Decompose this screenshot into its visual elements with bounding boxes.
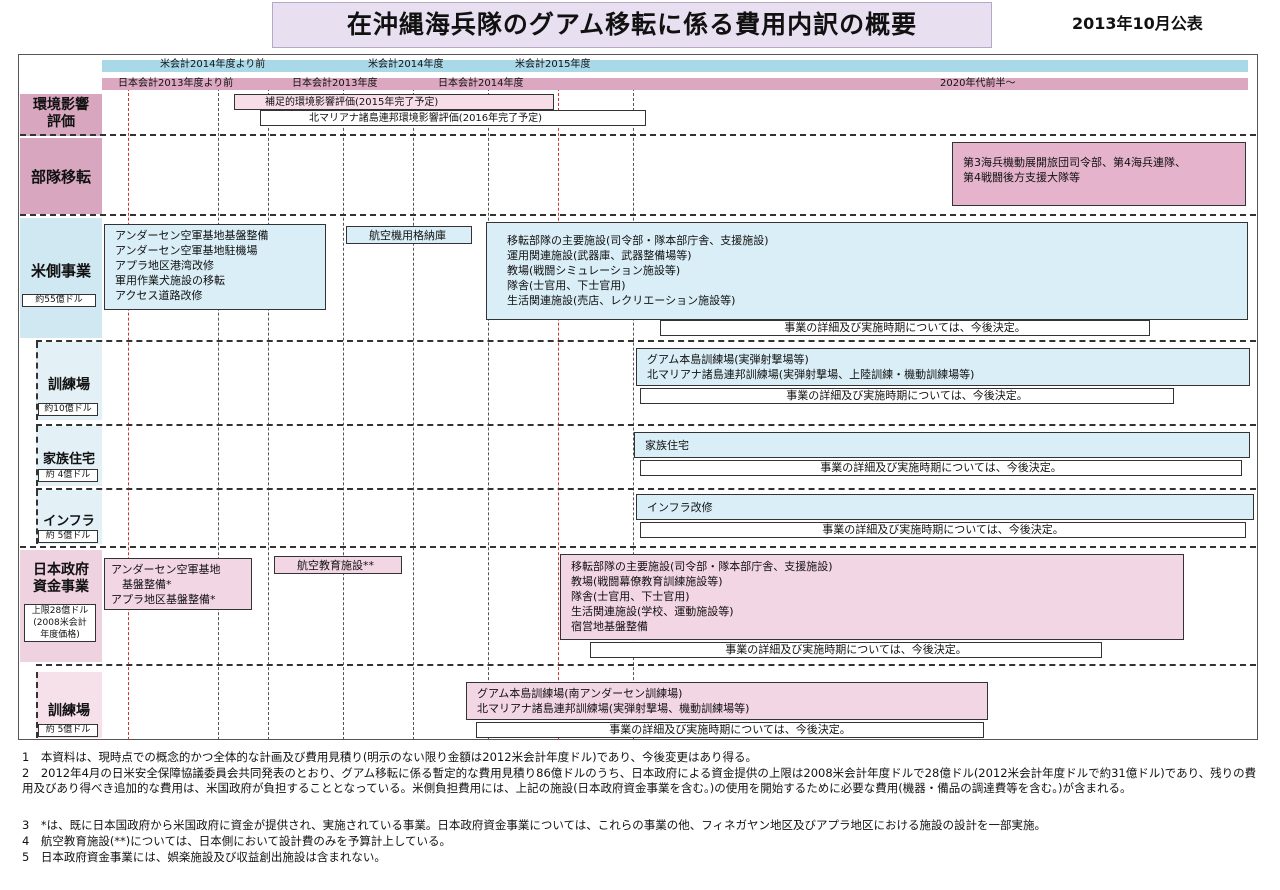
section-jp-label: 日本政府 資金事業 <box>33 562 89 595</box>
footnote: 2 2012年4月の日米安全保障協議委員会共同発表のとおり、グアム移転に係る暫定… <box>22 766 1257 795</box>
section-separator <box>20 134 1256 136</box>
us-year-label: 米会計2014年度 <box>368 59 444 70</box>
list-item: 移転部隊の主要施設(司令部・隊本部庁舎、支援施設) <box>507 234 769 247</box>
list-item: 北マリアナ諸島連邦訓練場(実弾射撃場、上陸訓練・機動訓練場等) <box>647 368 975 381</box>
jp-amount: 上限28億ドル (2008米会計 年度価格) <box>24 604 96 642</box>
us-year-label: 米会計2014年度より前 <box>160 59 266 70</box>
env-item: 補足的環境影響評価(2015年完了予定) <box>234 94 554 110</box>
divider-line <box>488 78 489 740</box>
list-item: 軍用作業犬施設の移転 <box>115 274 225 287</box>
divider-line <box>413 78 414 740</box>
jp-year-label: 日本会計2013年度 <box>292 78 378 89</box>
footnote: 4 航空教育施設(**)については、日本側において設計費のみを予算計上している。 <box>22 834 452 848</box>
us-housing-detail: 事業の詳細及び実施時期については、今後決定。 <box>640 460 1242 476</box>
section-relocation <box>20 138 102 214</box>
list-item: 宿営地基盤整備 <box>571 620 648 633</box>
us-infra-detail: 事業の詳細及び実施時期については、今後決定。 <box>640 522 1246 538</box>
footnote: 5 日本政府資金事業には、娯楽施設及び収益創出施設は含まれない。 <box>22 850 386 864</box>
section-separator <box>20 546 1256 548</box>
us-fiscal-bar <box>102 60 1248 72</box>
divider-line <box>268 78 269 740</box>
list-item: 生活関連施設(学校、運動施設等) <box>571 605 734 618</box>
list-item: 基盤整備* <box>111 578 172 591</box>
us-housing-box: 家族住宅 <box>634 432 1250 458</box>
divider-line <box>218 78 219 740</box>
list-item: 運用関連施設(武器庫、武器整備場等) <box>507 249 692 262</box>
list-item: 隊舎(士官用、下士官用) <box>571 590 690 603</box>
us-hangar-box: 航空機用格納庫 <box>346 226 472 244</box>
us-infra-amount: 約 5億ドル <box>38 530 98 543</box>
chart-frame <box>18 54 1258 740</box>
list-item: グアム本島訓練場(実弾射撃場等) <box>647 353 809 366</box>
jp-main-box: 移転部隊の主要施設(司令部・隊本部庁舎、支援施設) 教場(戦闘幕僚教育訓練施設等… <box>560 554 1184 640</box>
section-separator <box>36 340 1256 342</box>
us-infra-box: インフラ改修 <box>636 494 1254 520</box>
list-item: 隊舎(士官用、下士官用) <box>507 279 626 292</box>
divider-line <box>128 78 129 740</box>
us-housing-amount: 約 4億ドル <box>38 469 98 482</box>
relocation-units-box: 第3海兵機動展開旅団司令部、第4海兵連隊、 第4戦闘後方支援大隊等 <box>952 142 1246 206</box>
list-item: 生活関連施設(売店、レクリエーション施設等) <box>507 294 736 307</box>
jp-training-box: グアム本島訓練場(南アンダーセン訓練場) 北マリアナ諸島連邦訓練場(実弾射撃場、… <box>466 682 988 720</box>
divider-line <box>633 78 634 740</box>
publication-date: 2013年10月公表 <box>1072 14 1203 33</box>
jp-andersen-box: アンダーセン空軍基地 基盤整備* アプラ地区基盤整備* <box>104 558 252 610</box>
divider-line <box>343 78 344 740</box>
list-item: 北マリアナ諸島連邦訓練場(実弾射撃場、機動訓練場等) <box>477 702 750 715</box>
list-item: アクセス道路改修 <box>115 289 203 302</box>
us-training-detail: 事業の詳細及び実施時期については、今後決定。 <box>640 388 1174 404</box>
section-env-label: 環境影響 評価 <box>33 97 89 130</box>
list-item: 教場(戦闘シミュレーション施設等) <box>507 264 681 277</box>
page-title: 在沖縄海兵隊のグアム移転に係る費用内訳の概要 <box>272 2 992 48</box>
divider-line <box>558 78 559 740</box>
jp-year-label: 日本会計2014年度 <box>438 78 524 89</box>
us-amount: 約55億ドル <box>22 294 96 307</box>
list-item: アプラ地区基盤整備* <box>111 593 216 606</box>
jp-training-detail: 事業の詳細及び実施時期については、今後決定。 <box>476 722 984 738</box>
relocation-unit: 第4戦闘後方支援大隊等 <box>963 171 1080 184</box>
relocation-unit: 第3海兵機動展開旅団司令部、第4海兵連隊、 <box>963 156 1186 169</box>
list-item: 教場(戦闘幕僚教育訓練施設等) <box>571 575 723 588</box>
section-us-training-label: 訓練場 <box>48 377 90 393</box>
footnote: 3 *は、既に日本国政府から米国政府に資金が提供され、実施されている事業。日本政… <box>22 818 1047 832</box>
list-item: アンダーセン空軍基地駐機場 <box>115 244 258 257</box>
section-us <box>20 218 102 338</box>
us-training-box: グアム本島訓練場(実弾射撃場等) 北マリアナ諸島連邦訓練場(実弾射撃場、上陸訓練… <box>636 348 1250 386</box>
jp-aviation-box: 航空教育施設** <box>274 556 402 574</box>
us-andersen-box: アンダーセン空軍基地基盤整備 アンダーセン空軍基地駐機場 アプラ地区港湾改修 軍… <box>104 224 326 310</box>
list-item: 移転部隊の主要施設(司令部・隊本部庁舎、支援施設) <box>571 560 833 573</box>
list-item: アンダーセン空軍基地基盤整備 <box>115 229 269 242</box>
us-main-box: 移転部隊の主要施設(司令部・隊本部庁舎、支援施設) 運用関連施設(武器庫、武器整… <box>486 222 1248 320</box>
section-jp-training-label: 訓練場 <box>48 703 90 719</box>
section-us-housing-label: 家族住宅 <box>42 452 95 467</box>
footnote: 1 本資料は、現時点での概念的かつ全体的な計画及び費用見積り(明示のない限り金額… <box>22 750 757 764</box>
list-item: アプラ地区港湾改修 <box>115 259 214 272</box>
section-separator <box>36 488 1256 490</box>
list-item: アンダーセン空軍基地 <box>111 563 221 576</box>
jp-year-label: 日本会計2013年度より前 <box>118 78 234 89</box>
list-item: グアム本島訓練場(南アンダーセン訓練場) <box>477 687 683 700</box>
section-us-label: 米側事業 <box>30 262 91 280</box>
us-year-label: 米会計2015年度 <box>515 59 591 70</box>
us-training-amount: 約10億ドル <box>38 403 98 416</box>
us-detail-note: 事業の詳細及び実施時期については、今後決定。 <box>660 320 1150 336</box>
jp-training-amount: 約 5億ドル <box>38 724 98 737</box>
jp-detail-note: 事業の詳細及び実施時期については、今後決定。 <box>590 642 1102 658</box>
section-separator <box>20 214 1256 216</box>
env-item: 北マリアナ諸島連邦環境影響評価(2016年完了予定) <box>260 110 646 126</box>
section-relocation-label: 部隊移転 <box>30 168 91 186</box>
jp-fiscal-bar <box>102 78 1248 90</box>
section-separator <box>36 424 1256 426</box>
section-env <box>20 94 102 136</box>
section-separator <box>36 664 1256 666</box>
section-us-infra-label: インフラ <box>43 514 95 529</box>
jp-year-label: 2020年代前半～ <box>940 78 1016 89</box>
